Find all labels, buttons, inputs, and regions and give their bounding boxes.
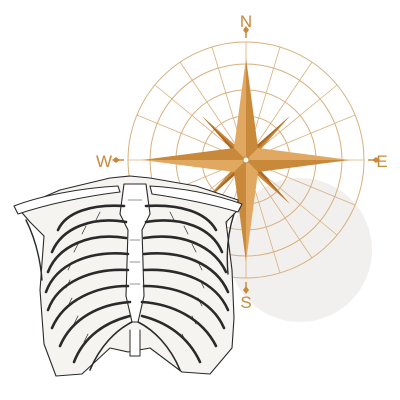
right-ribs <box>140 204 230 364</box>
left-ribs <box>44 204 132 364</box>
sternum-shading <box>127 199 143 285</box>
costal-margin <box>89 321 181 371</box>
ribcage-icon <box>13 175 243 377</box>
compass-rose-icon <box>112 26 380 294</box>
compass-south-label: S <box>240 293 251 312</box>
rib-hatching <box>65 211 205 343</box>
compass-major-points <box>142 58 350 262</box>
right-scapula <box>226 213 235 275</box>
backdrop-circle <box>228 178 372 322</box>
spine <box>129 329 141 357</box>
left-scapula <box>25 219 43 281</box>
compass-east-label: E <box>376 152 387 171</box>
compass-end-diamonds <box>112 26 380 294</box>
compass-west-label: W <box>96 152 112 171</box>
right-clavicle <box>149 185 243 213</box>
compass-north-label: N <box>240 12 252 31</box>
left-clavicle <box>13 185 121 215</box>
compass-hub <box>242 156 250 164</box>
